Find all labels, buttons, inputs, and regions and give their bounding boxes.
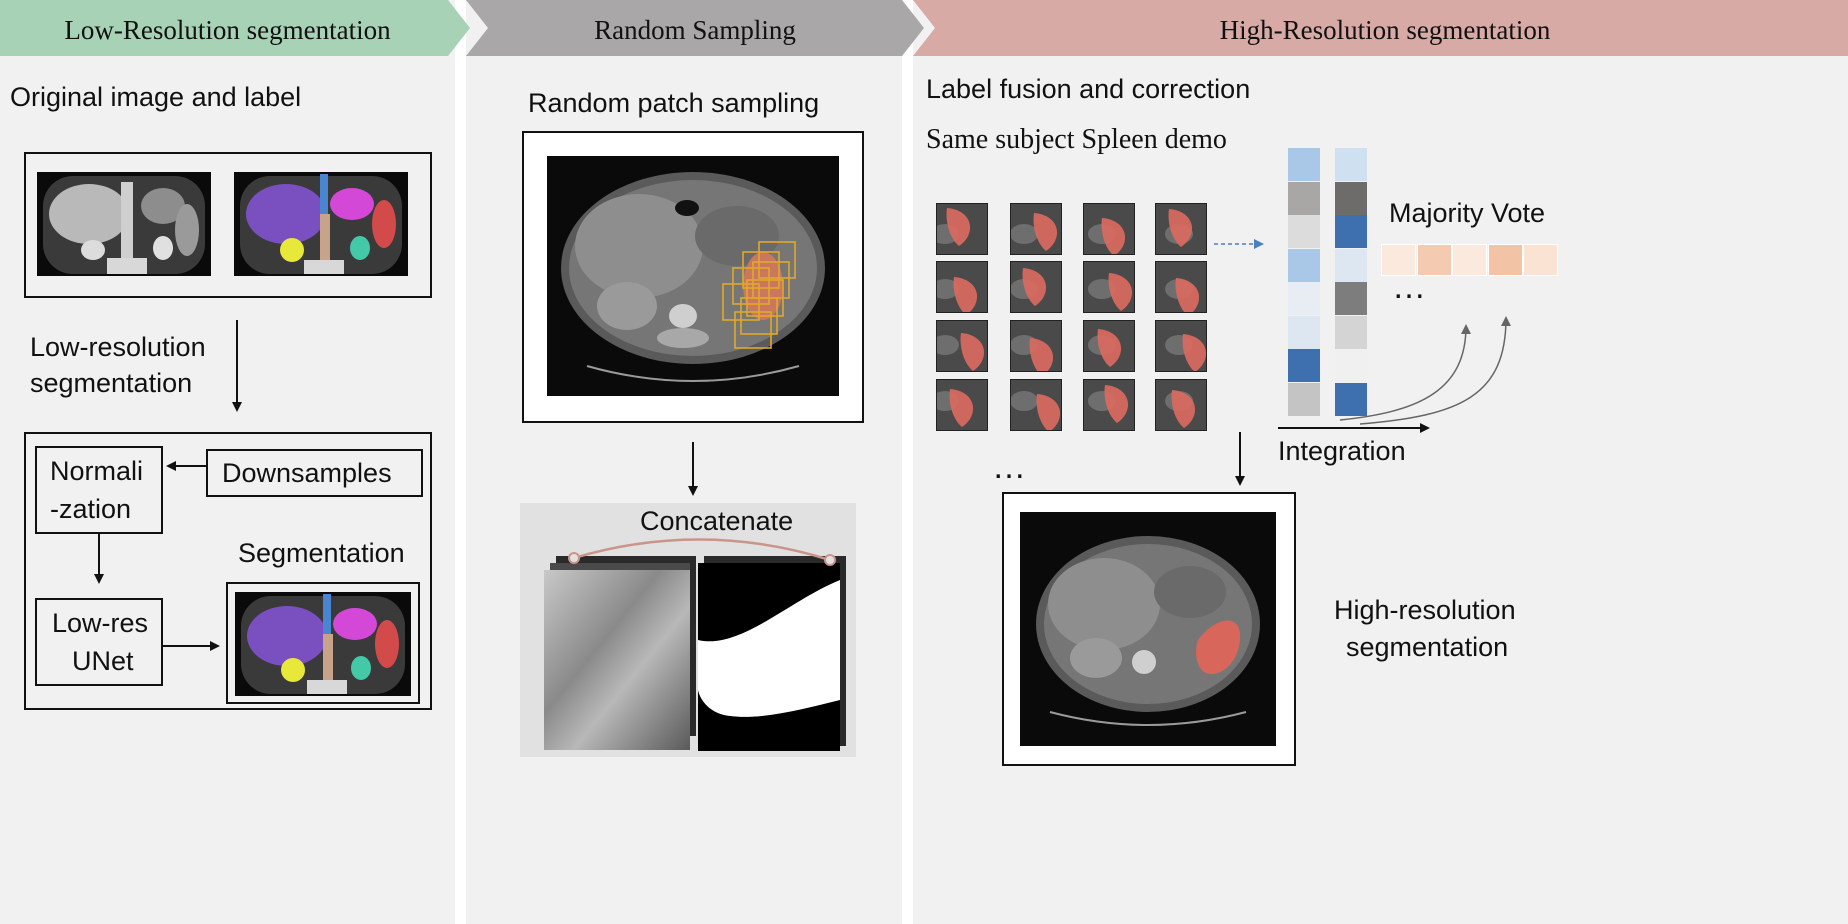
vote-cell xyxy=(1288,248,1320,282)
segmentation-output-box xyxy=(226,582,420,704)
lowres-seg-label-line1: Low-resolution xyxy=(30,332,206,362)
highres-label-line1: High-resolution xyxy=(1334,595,1516,625)
label-fusion-title: Label fusion and correction xyxy=(926,74,1251,104)
vote-cell xyxy=(1288,349,1320,382)
concatenate-background xyxy=(520,503,856,757)
ct-label-image xyxy=(234,172,408,276)
patch-thumbnail xyxy=(1010,203,1062,255)
patch-thumbnail xyxy=(1155,379,1207,431)
lowres-unet-box xyxy=(35,598,163,686)
patch-thumbnail xyxy=(1155,320,1207,372)
vote-cell xyxy=(1335,315,1367,349)
ct-axial-patch-image xyxy=(547,156,839,396)
original-image-title: Original image and label xyxy=(10,82,302,112)
lowres-unet-label-line2: UNet xyxy=(72,646,134,676)
downsamples-box xyxy=(206,449,423,497)
ct-highres-output xyxy=(1020,512,1276,746)
high-resolution-panel xyxy=(913,0,1848,924)
vote-cell xyxy=(1335,349,1367,382)
vote-cell xyxy=(1335,181,1367,215)
low-resolution-panel xyxy=(0,0,455,924)
normalization-box xyxy=(35,446,163,534)
vote-cell xyxy=(1288,382,1320,416)
normalization-label-line1: Normali xyxy=(50,456,144,486)
patch-thumbnail xyxy=(936,379,988,431)
ct-original-image xyxy=(37,172,211,276)
stage-header-high xyxy=(913,0,1848,56)
vote-cell xyxy=(1335,382,1367,416)
stage-header-random xyxy=(466,0,926,56)
majority-cell xyxy=(1452,244,1487,276)
patch-thumbnail xyxy=(936,261,988,313)
concatenate-label: Concatenate xyxy=(640,506,794,536)
lowres-seg-label-line2: segmentation xyxy=(30,368,193,398)
stage-header-low xyxy=(0,0,470,56)
patch-thumbnail xyxy=(1010,261,1062,313)
spleen-demo-title: Same subject Spleen demo xyxy=(926,124,1227,155)
original-image-box xyxy=(24,152,432,298)
patch-thumbnail xyxy=(1010,320,1062,372)
ct-segmentation-output xyxy=(235,592,411,696)
vote-cell xyxy=(1288,282,1320,315)
vote-cell xyxy=(1335,282,1367,315)
vote-cell xyxy=(1335,248,1367,282)
patch-thumbnail xyxy=(1083,203,1135,255)
patch-thumbnail xyxy=(1083,261,1135,313)
vote-cell xyxy=(1288,148,1320,181)
patch-thumbnail xyxy=(1083,379,1135,431)
majority-cell xyxy=(1416,244,1452,276)
patch-thumbnail xyxy=(1083,320,1135,372)
normalization-label-line2: -zation xyxy=(50,494,132,524)
patch-thumbnail xyxy=(1155,261,1207,313)
patch-thumbnail xyxy=(936,203,988,255)
patch-thumbnail xyxy=(1155,203,1207,255)
segmentation-label: Segmentation xyxy=(238,538,405,568)
integration-label: Integration xyxy=(1278,436,1406,466)
majority-vote-label: Majority Vote xyxy=(1389,198,1546,228)
patch-thumbnail xyxy=(1010,379,1062,431)
majority-cell xyxy=(1487,244,1523,276)
patch-thumbnail xyxy=(936,320,988,372)
vote-cell xyxy=(1288,181,1320,215)
vote-cell xyxy=(1288,215,1320,248)
stage-label-high: High-Resolution segmentation xyxy=(1219,15,1551,45)
stage-label-low: Low-Resolution segmentation xyxy=(64,15,391,45)
lowres-pipeline-box xyxy=(24,432,432,710)
majority-cell xyxy=(1523,244,1558,276)
majority-ellipsis: … xyxy=(1392,268,1426,306)
vote-cell xyxy=(1335,215,1367,248)
majority-cell xyxy=(1381,244,1416,276)
patch-sampling-title: Random patch sampling xyxy=(528,88,820,118)
grid-ellipsis: … xyxy=(992,448,1026,486)
downsamples-label: Downsamples xyxy=(222,458,392,488)
vote-cell xyxy=(1335,148,1367,181)
highres-label-line2: segmentation xyxy=(1346,632,1509,662)
stage-label-random: Random Sampling xyxy=(594,15,796,45)
lowres-unet-label-line1: Low-res xyxy=(52,608,149,638)
vote-cell xyxy=(1288,315,1320,349)
